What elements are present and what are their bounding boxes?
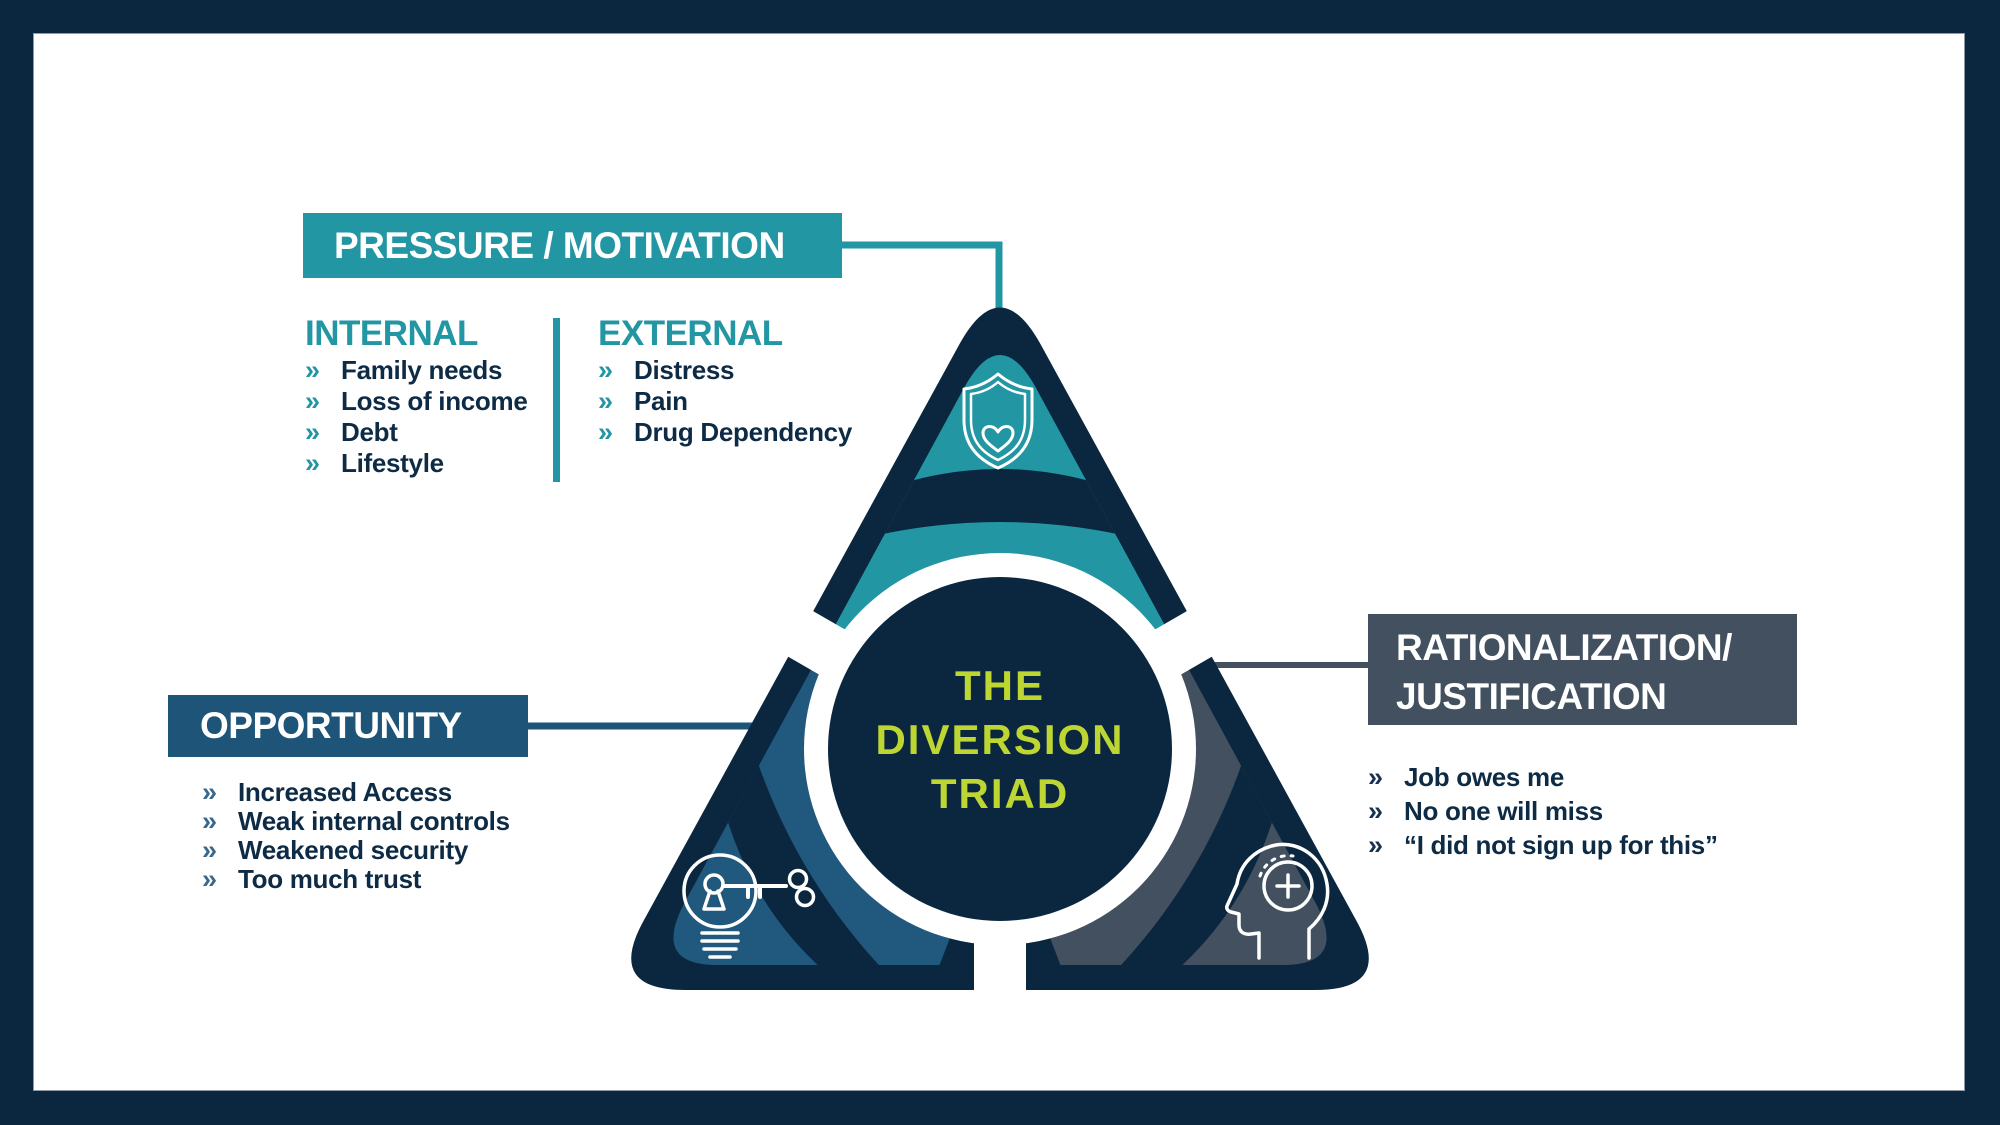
list-item: » Job owes me (1368, 762, 1564, 792)
pressure-motivation-title: PRESSURE / MOTIVATION (334, 225, 785, 266)
list-item: » Loss of income (305, 386, 528, 416)
chevron-icon: » (202, 777, 218, 807)
center-title-line2: DIVERSION (875, 716, 1124, 763)
list-item: » Lifestyle (305, 448, 444, 478)
external-list: » Distress » Pain » Drug Dependency (598, 355, 852, 448)
rationalization-list: » Job owes me » No one will miss » “I di… (1368, 762, 1718, 864)
chevron-icon: » (598, 355, 614, 385)
list-item: » Weak internal controls (202, 806, 510, 836)
list-item: » Weakened security (202, 835, 468, 865)
list-item: » Drug Dependency (598, 417, 852, 447)
list-item: » Increased Access (202, 777, 452, 807)
list-item: » Pain (598, 386, 688, 416)
list-item: » Too much trust (202, 864, 422, 894)
internal-external-divider (553, 318, 560, 482)
chevron-icon: » (305, 386, 321, 416)
center-title-line3: TRIAD (931, 770, 1069, 817)
chevron-icon: » (305, 417, 321, 447)
chevron-icon: » (202, 835, 218, 865)
head-plus-icon (1225, 842, 1330, 960)
list-item: » Debt (305, 417, 398, 447)
shield-heart-icon (962, 372, 1034, 470)
opportunity-header: OPPORTUNITY (168, 695, 528, 757)
lightbulb-key-icon (682, 853, 816, 959)
chevron-icon: » (598, 417, 614, 447)
center-circle (828, 577, 1172, 921)
list-item: » No one will miss (1368, 796, 1603, 826)
internal-list: » Family needs » Loss of income » Debt »… (305, 355, 528, 479)
opportunity-title: OPPORTUNITY (200, 705, 462, 746)
chevron-icon: » (305, 448, 321, 478)
center-title: THE DIVERSION TRIAD (875, 662, 1124, 817)
pressure-motivation-header: PRESSURE / MOTIVATION (303, 213, 842, 278)
rationalization-header: RATIONALIZATION/ JUSTIFICATION (1368, 614, 1797, 725)
opportunity-list: » Increased Access » Weak internal contr… (202, 777, 510, 894)
list-item: » Family needs (305, 355, 503, 385)
rationalization-title-line1: RATIONALIZATION/ (1396, 627, 1732, 668)
center-title-line1: THE (955, 662, 1045, 709)
chevron-icon: » (1368, 762, 1384, 792)
list-item: » Distress (598, 355, 735, 385)
chevron-icon: » (598, 386, 614, 416)
external-heading: EXTERNAL (598, 314, 783, 353)
chevron-icon: » (1368, 796, 1384, 826)
chevron-icon: » (1368, 830, 1384, 860)
pressure-connector-line (840, 241, 1003, 330)
rationalization-title-line2: JUSTIFICATION (1396, 676, 1667, 717)
internal-heading: INTERNAL (305, 314, 478, 353)
chevron-icon: » (202, 864, 218, 894)
chevron-icon: » (305, 355, 321, 385)
chevron-icon: » (202, 806, 218, 836)
connector-lines (528, 241, 1368, 730)
list-item: » “I did not sign up for this” (1368, 830, 1718, 860)
